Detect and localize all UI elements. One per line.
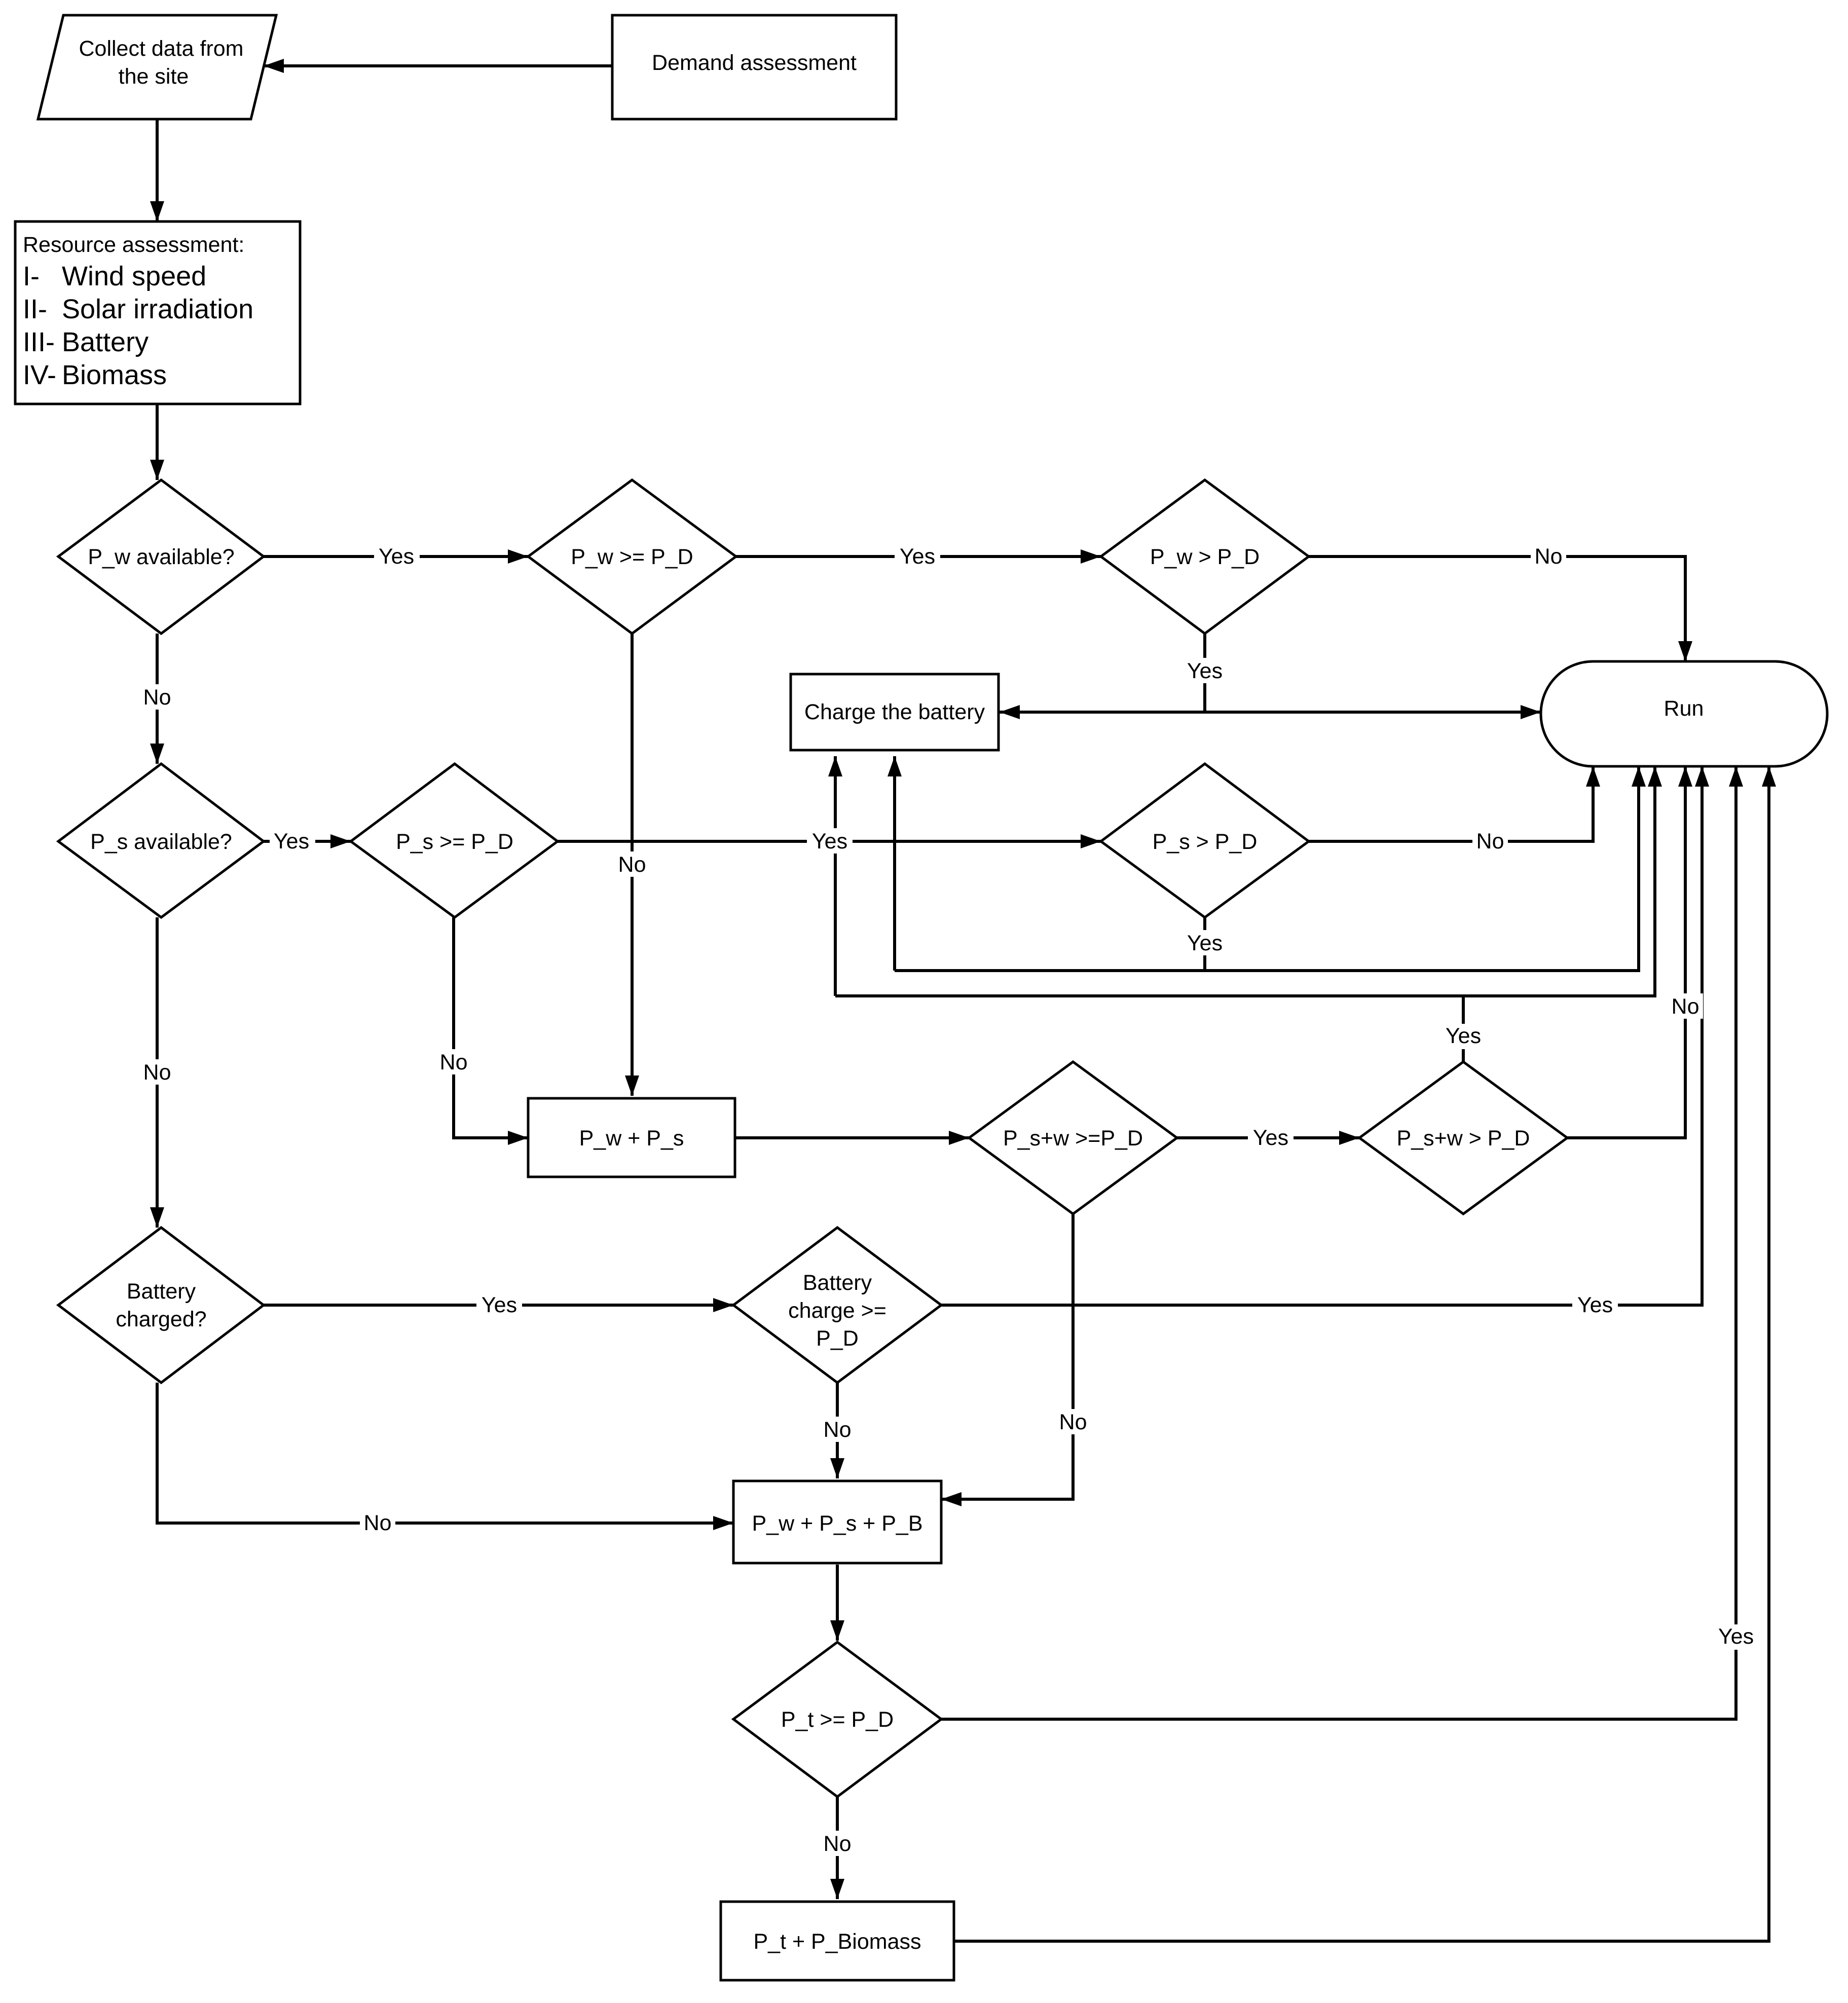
label-pt-yes: Yes: [1718, 1624, 1754, 1649]
decision-pw-ge-pd-label: P_w >= P_D: [571, 545, 693, 569]
decision-battery-charged-line-2: charged?: [116, 1307, 206, 1331]
charge-battery-node: Charge the battery: [789, 673, 1000, 752]
demand-assessment-label: Demand assessment: [652, 51, 857, 75]
decision-pw-available: P_w available?: [56, 478, 266, 636]
decision-pt-ge-pd-label: P_t >= P_D: [781, 1708, 894, 1732]
edge-pw-gt-no: [1309, 555, 1692, 661]
label-pt-no: No: [824, 1832, 852, 1856]
decision-ps-available-label: P_s available?: [90, 830, 232, 854]
decision-battery-charge-line-2: charge >=: [788, 1299, 886, 1323]
charge-battery-label: Charge the battery: [804, 700, 985, 724]
collect-data-node: Collect data from the site: [36, 14, 278, 121]
label-ps-ge-no: No: [440, 1050, 468, 1074]
label-pw-available-no: No: [143, 685, 171, 710]
edge-psw-gt-yes-to-run: [1463, 766, 1662, 997]
decision-psw-ge-pd: P_s+w >=P_D: [967, 1060, 1179, 1216]
resource-item-3-text: Battery: [62, 327, 149, 357]
edge-battcharge-yes: [941, 766, 1709, 1307]
label-ps-gt-no: No: [1476, 829, 1504, 854]
label-ps-available-no: No: [143, 1060, 171, 1085]
resource-item-4-text: Biomass: [62, 360, 167, 390]
resource-item-2-num: II-: [23, 294, 47, 324]
label-ps-gt-yes: Yes: [1187, 931, 1223, 955]
decision-battery-charged-line-1: Battery: [127, 1279, 196, 1304]
decision-ps-available: P_s available?: [56, 762, 266, 919]
decision-pw-gt-pd-label: P_w > P_D: [1150, 545, 1260, 569]
demand-assessment-node: Demand assessment: [611, 14, 898, 121]
decision-pw-gt-pd: P_w > P_D: [1098, 478, 1311, 636]
resource-assessment-node: Resource assessment: I- Wind speed II- S…: [14, 220, 302, 405]
edge-ps-ge-no: [452, 917, 528, 1145]
label-psw-ge-no: No: [1059, 1410, 1087, 1434]
run-terminator: Run: [1539, 660, 1829, 768]
sum-pt-biomass-label: P_t + P_Biomass: [753, 1930, 921, 1954]
decision-psw-gt-pd-label: P_s+w > P_D: [1397, 1126, 1530, 1151]
edge-battery-no: [156, 1383, 733, 1530]
resource-item-2-text: Solar irradiation: [62, 294, 253, 324]
sum-pw-ps-node: P_w + P_s: [527, 1097, 736, 1178]
label-psw-ge-yes: Yes: [1253, 1126, 1288, 1150]
edge-pt-yes: [941, 766, 1743, 1721]
connectors: [150, 59, 1776, 1943]
decision-battery-charged: Battery charged?: [56, 1226, 266, 1385]
decision-ps-gt-pd-label: P_s > P_D: [1153, 830, 1258, 854]
edge-pt-biomass-to-run: [954, 766, 1776, 1943]
sum-pw-ps-pb-node: P_w + P_s + P_B: [732, 1479, 943, 1565]
decision-pt-ge-pd: P_t >= P_D: [731, 1640, 944, 1799]
sum-pw-ps-label: P_w + P_s: [579, 1126, 684, 1151]
decision-ps-gt-pd: P_s > P_D: [1098, 762, 1311, 919]
decision-pw-available-label: P_w available?: [88, 545, 234, 569]
resource-item-1-text: Wind speed: [62, 261, 206, 291]
edge-ps-gt-yes-to-run: [1205, 766, 1646, 972]
edge-labels: Yes Yes No Yes No Yes No Yes No Yes No N…: [139, 543, 1760, 1856]
edge-psw-gt-no: [1567, 766, 1692, 1139]
label-battcharge-no: No: [824, 1418, 852, 1442]
label-ps-available-yes: Yes: [274, 829, 309, 854]
label-battery-yes: Yes: [482, 1293, 517, 1317]
label-battery-no: No: [364, 1511, 392, 1535]
edge-psw-ge-no: [941, 1214, 1075, 1506]
collect-data-line-1: Collect data from: [79, 36, 243, 61]
decision-pw-ge-pd: P_w >= P_D: [526, 478, 738, 636]
nodes: Collect data from the site Demand assess…: [14, 14, 1829, 1982]
decision-battery-charge-line-3: P_D: [816, 1326, 859, 1351]
resource-item-4-num: IV-: [23, 360, 56, 390]
label-psw-gt-yes: Yes: [1446, 1024, 1481, 1048]
decision-battery-charge-ge-pd: Battery charge >= P_D: [731, 1226, 944, 1385]
decision-psw-ge-pd-label: P_s+w >=P_D: [1003, 1126, 1143, 1151]
resource-assessment-title: Resource assessment:: [23, 233, 244, 257]
label-pw-gt-yes: Yes: [1187, 659, 1223, 683]
edge-ps-gt-no: [1309, 766, 1600, 843]
collect-data-line-2: the site: [119, 64, 189, 89]
label-ps-ge-yes: Yes: [812, 829, 847, 854]
decision-ps-ge-pd: P_s >= P_D: [348, 762, 560, 919]
label-pw-ge-no: No: [618, 852, 646, 877]
decision-psw-gt-pd: P_s+w > P_D: [1357, 1060, 1570, 1216]
run-label: Run: [1664, 696, 1704, 721]
label-psw-gt-no: No: [1672, 994, 1699, 1019]
label-battcharge-yes: Yes: [1577, 1293, 1613, 1317]
resource-item-1-num: I-: [23, 261, 40, 291]
label-pw-ge-yes: Yes: [900, 544, 935, 569]
decision-battery-charge-line-1: Battery: [803, 1271, 872, 1295]
sum-pt-biomass-node: P_t + P_Biomass: [719, 1900, 955, 1982]
resource-item-3-num: III-: [23, 327, 55, 357]
label-pw-gt-no: No: [1535, 544, 1563, 569]
sum-pw-ps-pb-label: P_w + P_s + P_B: [752, 1511, 922, 1536]
decision-ps-ge-pd-label: P_s >= P_D: [396, 830, 513, 854]
label-pw-available-yes: Yes: [379, 544, 414, 569]
